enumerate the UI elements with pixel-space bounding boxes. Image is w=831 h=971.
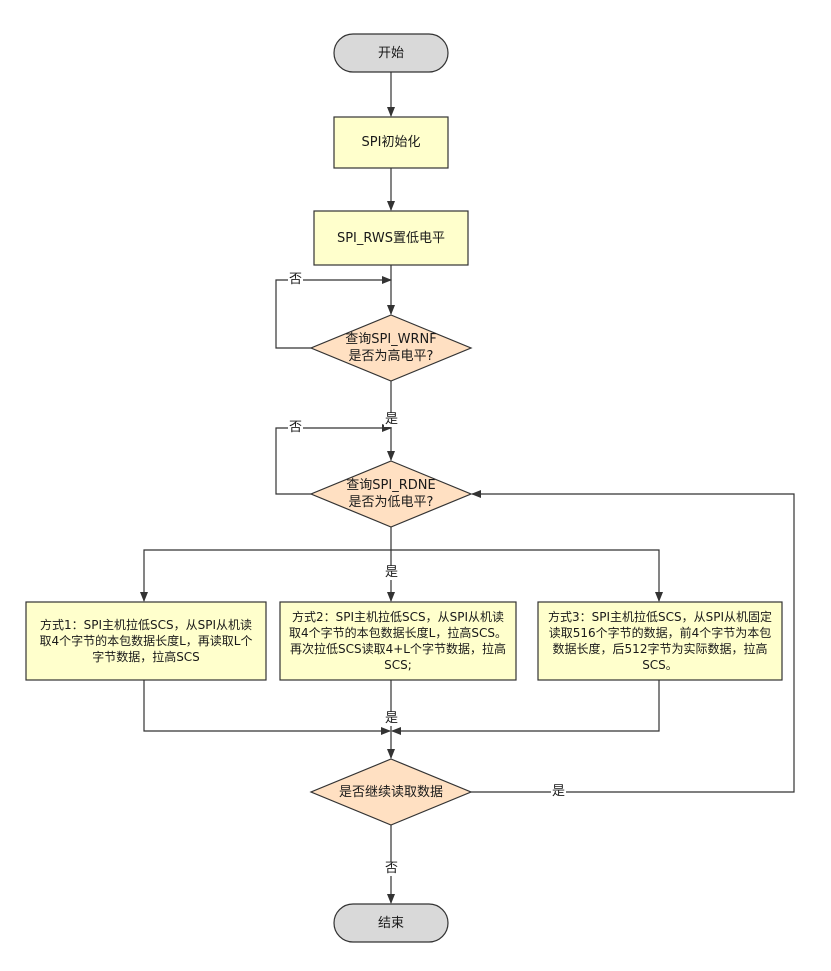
edge-rdne-branch-left — [140, 527, 392, 602]
edge-continue-yes-loop — [471, 490, 795, 793]
wrnf-no-label: 否 — [288, 272, 304, 287]
edge-rdne-branch-right — [391, 549, 663, 602]
start-terminal — [333, 33, 449, 73]
spi-init-box — [333, 116, 449, 169]
merge-yes-label: 是 — [384, 711, 400, 726]
rdne-yes-label: 是 — [384, 565, 400, 580]
edge-method1-merge — [143, 680, 391, 735]
continue-yes-label: 是 — [551, 784, 567, 799]
edge-method3-merge — [391, 680, 660, 735]
query-wrnf-diamond — [309, 314, 473, 382]
edge-wrnf-no-loop — [275, 276, 392, 349]
rdne-no-label: 否 — [288, 420, 304, 435]
edge-rdne-no-loop — [275, 424, 392, 495]
method3-box — [537, 601, 783, 681]
end-terminal — [333, 903, 449, 943]
method1-box — [25, 601, 267, 681]
wrnf-yes-label: 是 — [384, 412, 400, 427]
query-rdne-diamond — [309, 460, 473, 528]
continue-read-diamond — [309, 758, 473, 826]
method2-box — [279, 601, 517, 681]
continue-no-label: 否 — [384, 861, 400, 876]
rws-low-box — [313, 210, 469, 266]
